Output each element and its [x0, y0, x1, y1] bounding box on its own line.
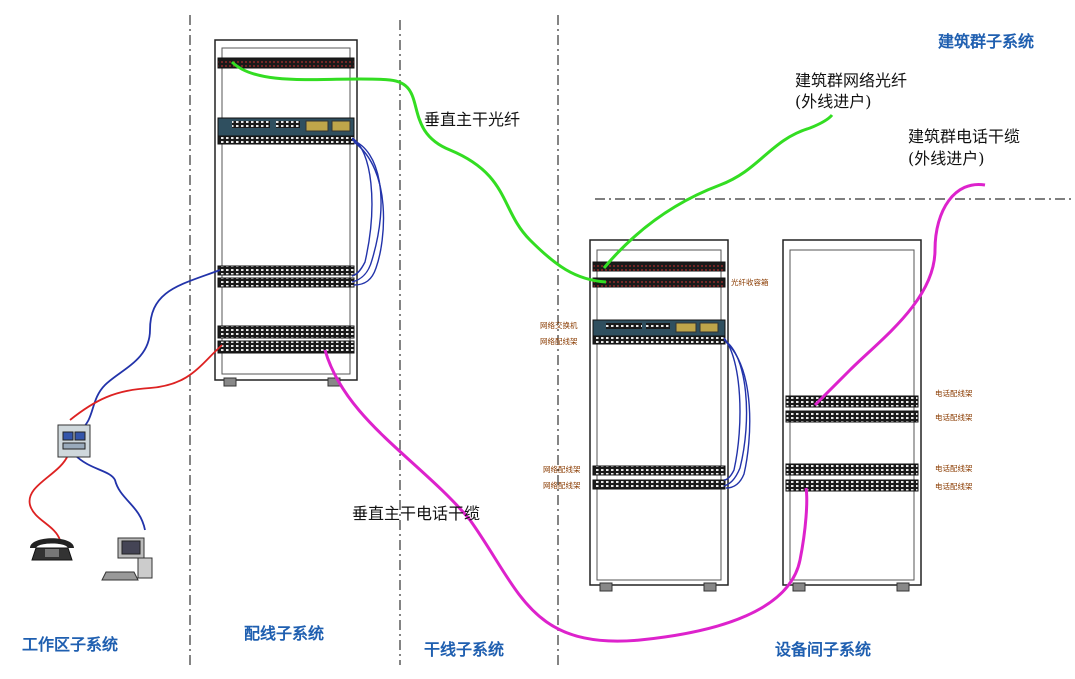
rack1-patch-a	[217, 135, 355, 145]
rack1-patch-cords	[351, 137, 385, 286]
rack2-patch-b	[592, 465, 726, 476]
vertical-backbone-phone	[323, 349, 809, 643]
label-phone-patch-3: 电话配线架	[935, 463, 973, 473]
rack2-patch-a	[592, 335, 726, 345]
rack2-fiber-box-a	[592, 261, 726, 272]
rack2-patch-cords	[723, 337, 751, 489]
work-area-data-cable-2	[74, 454, 146, 531]
label-network-patch-3: 网络配线架	[543, 480, 581, 490]
label-phone-patch-1: 电话配线架	[935, 388, 973, 398]
rack1-patch-c	[217, 277, 355, 288]
vertical-backbone-fiber	[230, 60, 607, 284]
label-group-phone-2: (外线进户)	[908, 149, 985, 168]
label-network-patch-2: 网络配线架	[543, 464, 581, 474]
rack1-phone-a	[217, 325, 355, 339]
label-network-patch-1: 网络配线架	[540, 336, 578, 346]
rack1-patch-b	[217, 265, 355, 276]
label-phone-patch-2: 电话配线架	[935, 412, 973, 422]
label-group-fiber-1: 建筑群网络光纤	[795, 71, 907, 90]
work-area-phone-cable	[69, 344, 223, 421]
label-fiber-box: 光纤收容箱	[731, 277, 769, 287]
work-area-data-cable	[79, 269, 221, 431]
work-area-phone-cable-2	[28, 454, 69, 541]
label-phone-patch-4: 电话配线架	[935, 481, 973, 491]
rack3-phone-c	[785, 463, 919, 476]
rack-inner	[221, 47, 351, 375]
wall-outlet-icon	[57, 424, 91, 458]
rack-inner	[596, 249, 722, 581]
rack2-patch-c	[592, 479, 726, 490]
label-group-phone-1: 建筑群电话干缆	[908, 127, 1020, 146]
label-group-fiber-2: (外线进户)	[795, 92, 872, 111]
label-vertical-phone: 垂直主干电话干缆	[352, 504, 480, 523]
label-vertical-fiber: 垂直主干光纤	[424, 110, 520, 129]
rack1-fiber-box	[217, 57, 355, 69]
rack3-phone-b	[785, 410, 919, 423]
computer-icon	[101, 537, 153, 581]
label-backbone-subsystem: 干线子系统	[424, 640, 504, 659]
distribution-rack	[214, 39, 358, 387]
label-horizontal-subsystem: 配线子系统	[244, 624, 324, 643]
label-building-group-subsystem: 建筑群子系统	[938, 32, 1034, 51]
equipment-rack-phone	[782, 239, 922, 592]
rack3-phone-d	[785, 479, 919, 492]
building-group-fiber	[602, 113, 834, 269]
subsystem-dividers	[189, 15, 1072, 665]
rack2-fiber-box-b	[592, 277, 726, 288]
telephone-icon	[30, 538, 74, 561]
rack3-phone-a	[785, 395, 919, 408]
rack-frame	[589, 239, 729, 586]
building-group-phone	[813, 182, 986, 407]
label-work-area-subsystem: 工作区子系统	[22, 635, 118, 654]
rack-frame	[214, 39, 358, 381]
equipment-rack-network	[589, 239, 729, 592]
rack1-phone-b	[217, 340, 355, 354]
label-equipment-room-subsystem: 设备间子系统	[775, 640, 871, 659]
label-network-switch: 网络交换机	[540, 320, 578, 330]
